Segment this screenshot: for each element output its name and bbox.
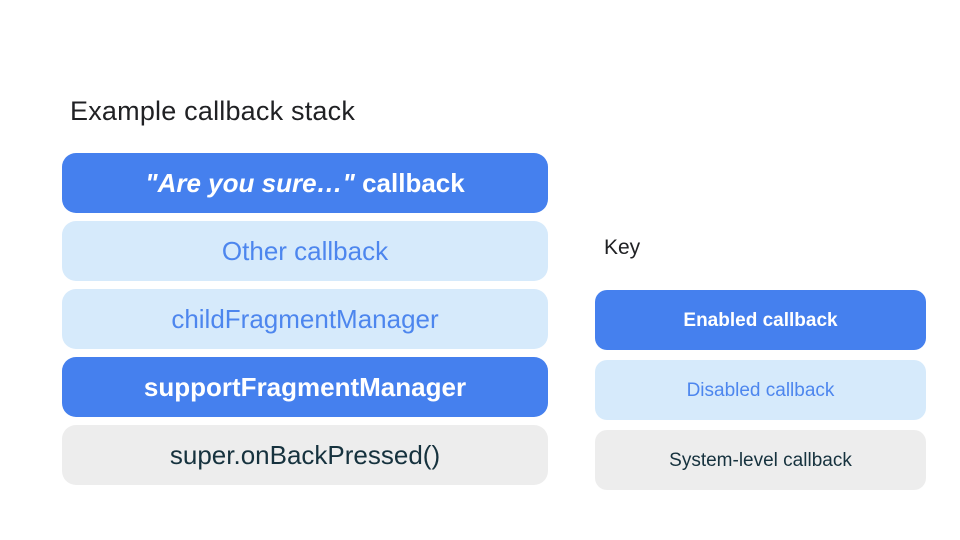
stack-item-label-quote: "Are you sure…": [145, 168, 355, 198]
key-item-label: Enabled callback: [683, 309, 838, 331]
key-item-enabled-callback: Enabled callback: [595, 290, 926, 350]
stack-item-label: super.onBackPressed(): [169, 440, 441, 470]
key-legend: Enabled callback Disabled callback Syste…: [595, 290, 926, 490]
callback-stack: "Are you sure…" callback Other callback …: [62, 153, 548, 485]
stack-item-label: Other callback: [221, 236, 389, 266]
stack-item-label: supportFragmentManager: [143, 372, 467, 402]
stack-item-child-fragment-manager: childFragmentManager: [62, 289, 548, 349]
stack-item-super-onbackpressed: super.onBackPressed(): [62, 425, 548, 485]
stack-item-label: childFragmentManager: [171, 304, 439, 334]
stack-item-are-you-sure-callback: "Are you sure…" callback: [62, 153, 548, 213]
key-title: Key: [604, 236, 641, 259]
stack-item-other-callback: Other callback: [62, 221, 548, 281]
stack-title: Example callback stack: [70, 96, 356, 126]
stack-item-label-rest: callback: [354, 168, 465, 198]
stack-item-support-fragment-manager: supportFragmentManager: [62, 357, 548, 417]
key-item-system-level-callback: System-level callback: [595, 430, 926, 490]
key-item-label: Disabled callback: [686, 379, 835, 401]
key-item-label: System-level callback: [669, 449, 852, 471]
key-item-disabled-callback: Disabled callback: [595, 360, 926, 420]
